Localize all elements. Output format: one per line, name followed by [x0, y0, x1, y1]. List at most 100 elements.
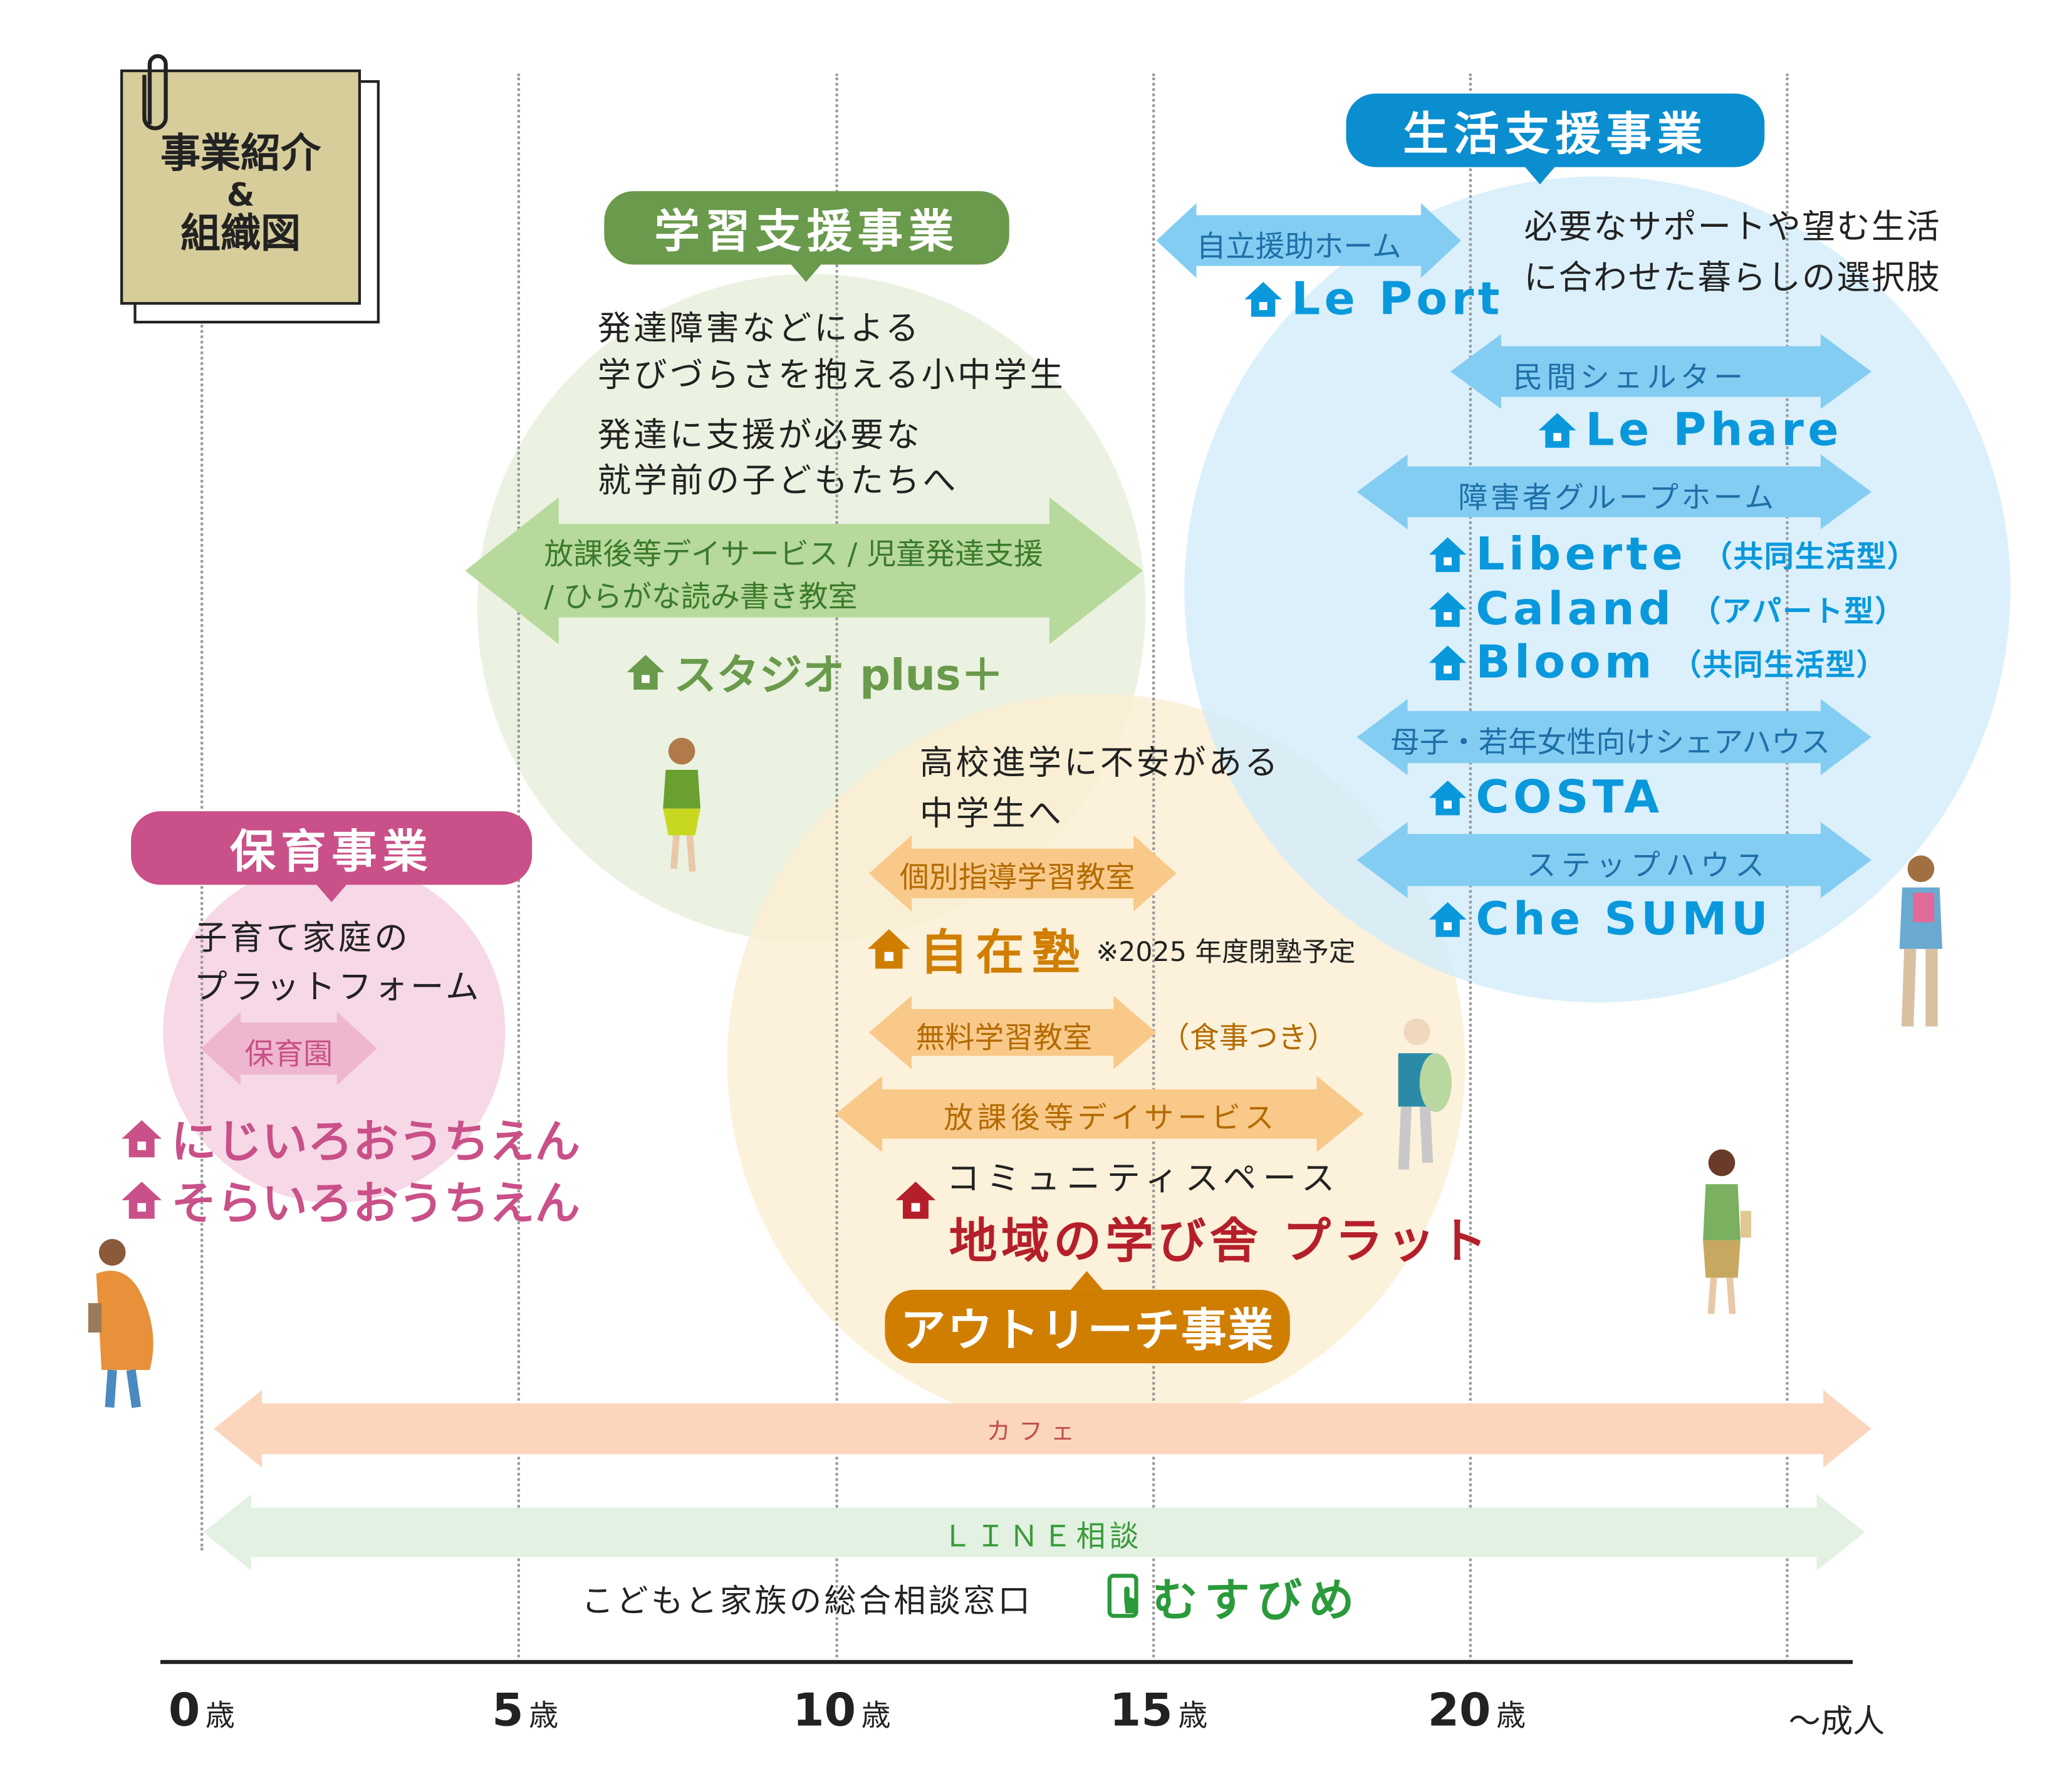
- house-icon: [122, 1181, 162, 1218]
- house-icon: [122, 1119, 162, 1157]
- axis-label-adult: ～成人: [1788, 1703, 1885, 1740]
- day-service-arrow-label: 放課後等デイサービス: [944, 1103, 1278, 1136]
- house-icon: [1429, 902, 1467, 937]
- facility-name: にじいろおうちえん: [171, 1116, 580, 1170]
- childcare-desc-2: プラットフォーム: [194, 967, 482, 1007]
- facility-type: （共同生活型）: [1702, 541, 1918, 575]
- living-desc-1: 必要なサポートや望む生活: [1524, 207, 1941, 246]
- living-badge: 生活支援事業: [1346, 93, 1765, 185]
- self-reliance-home-arrow: [1156, 203, 1460, 278]
- childcare-arrow-label: 保育園: [244, 1038, 333, 1072]
- house-icon: [1429, 592, 1467, 627]
- group-home-label: 障害者グループホーム: [1458, 482, 1777, 516]
- student-illustration: [1398, 1018, 1452, 1170]
- self-reliance-home-label: 自立援助ホーム: [1196, 231, 1402, 265]
- learning-desc-2: 学びづらさを抱える小中学生: [597, 355, 1066, 395]
- age-line-10: [835, 73, 838, 1658]
- childcare-arrow: [200, 1012, 377, 1085]
- tutoring-arrow-label: 個別指導学習教室: [899, 862, 1135, 896]
- age-line-0: [200, 321, 204, 1550]
- facility-name: 自在塾: [919, 926, 1088, 981]
- house-icon: [1429, 645, 1467, 680]
- memo-note: 事業紹介 & 組織図: [120, 69, 362, 305]
- memo-line1: 事業紹介: [160, 131, 321, 178]
- outreach-badge: アウトリーチ事業: [885, 1270, 1290, 1364]
- facility-name: Liberte: [1476, 527, 1687, 582]
- learning-arrow-label-1: 放課後等デイサービス / 児童発達支援: [544, 538, 1043, 573]
- age-axis: [160, 1659, 1853, 1664]
- learning-title: 学習支援事業: [654, 205, 959, 259]
- learning-arrow-label-2: / ひらがな読み書き教室: [544, 581, 858, 615]
- facility-costa: COSTA: [1428, 771, 1663, 824]
- house-icon: [627, 655, 665, 690]
- shelter-label: 民間シェルター: [1513, 362, 1747, 396]
- facility-name: COSTA: [1476, 771, 1663, 825]
- facility-name: Le Port: [1291, 273, 1504, 326]
- outreach-desc-2: 中学生へ: [919, 794, 1065, 833]
- young-adult-illustration: [1899, 855, 1942, 1027]
- house-icon: [1538, 413, 1576, 448]
- house-icon: [867, 929, 910, 969]
- learning-desc-3: 発達に支援が必要な: [597, 415, 923, 455]
- musubime-name: むすびめ: [1152, 1574, 1361, 1628]
- learning-badge: 学習支援事業: [604, 191, 1009, 283]
- share-house-arrow: [1357, 699, 1872, 776]
- smartphone-icon: [1107, 1573, 1138, 1618]
- facility-name: Caland: [1476, 583, 1675, 636]
- facility-sorairo: そらいろおうちえん: [120, 1167, 580, 1233]
- facility-name: Bloom: [1476, 636, 1656, 690]
- facility-name: スタジオ plus＋: [674, 649, 1004, 700]
- child-illustration: [663, 737, 700, 872]
- facility-le-phare: Le Phare: [1538, 403, 1843, 457]
- childcare-badge: 保育事業: [131, 811, 533, 903]
- facility-name: そらいろおうちえん: [171, 1177, 580, 1231]
- cafe-label: カフェ: [986, 1418, 1083, 1446]
- facility-liberte: Liberte （共同生活型）: [1428, 528, 1918, 581]
- musubime-brand: むすびめ: [1107, 1564, 1361, 1629]
- house-icon: [895, 1181, 936, 1219]
- facility-le-port: Le Port: [1243, 273, 1504, 326]
- childcare-title: 保育事業: [229, 826, 434, 880]
- shelter-arrow: [1450, 334, 1872, 408]
- outreach-desc-1: 高校進学に不安がある: [919, 743, 1281, 782]
- facility-che-sumu: Che SUMU: [1428, 893, 1773, 947]
- childcare-desc-1: 子育て家庭の: [194, 918, 411, 957]
- free-study-note: （食事つき）: [1160, 1022, 1337, 1056]
- share-house-label: 母子・若年女性向けシェアハウス: [1390, 727, 1831, 761]
- facility-platto: 地域の学び舎 プラット: [949, 1215, 1492, 1270]
- pregnant-woman-illustration: [88, 1239, 154, 1408]
- facility-studio-plus: スタジオ plus＋: [625, 641, 1004, 703]
- free-study-arrow-label: 無料学習教室: [915, 1022, 1093, 1056]
- house-icon: [1429, 780, 1467, 816]
- facility-type: （アパート型）: [1690, 596, 1906, 630]
- living-title: 生活支援事業: [1403, 108, 1708, 162]
- closing-note: ※2025 年度閉塾予定: [1096, 935, 1356, 967]
- outreach-title: アウトリーチ事業: [900, 1304, 1275, 1358]
- paperclip-icon: [142, 54, 168, 131]
- house-icon: [1244, 282, 1283, 317]
- community-space-label: コミュニティスペース: [946, 1158, 1342, 1198]
- facility-jizaijuku: 自在塾 ※2025 年度閉塾予定: [867, 914, 1356, 984]
- consult-desc: こどもと家族の総合相談窓口: [581, 1582, 1033, 1620]
- step-house-arrow: [1357, 822, 1872, 898]
- group-home-arrow: [1357, 454, 1872, 529]
- facility-caland: Caland （アパート型）: [1428, 583, 1906, 636]
- step-house-label: ステップハウス: [1526, 849, 1770, 884]
- memo-line3: 組織図: [180, 211, 301, 258]
- facility-bloom: Bloom （共同生活型）: [1428, 636, 1887, 690]
- living-desc-2: に合わせた暮らしの選択肢: [1524, 257, 1941, 297]
- woman-illustration: [1703, 1149, 1751, 1314]
- memo-line2: &: [226, 176, 255, 214]
- facility-nijiiro: にじいろおうちえん: [120, 1105, 580, 1171]
- learning-desc-1: 発達障害などによる: [597, 308, 922, 348]
- facility-type: （共同生活型）: [1672, 649, 1887, 683]
- house-icon: [1429, 537, 1467, 573]
- facility-name: Che SUMU: [1476, 893, 1773, 947]
- facility-name: Le Phare: [1585, 403, 1843, 457]
